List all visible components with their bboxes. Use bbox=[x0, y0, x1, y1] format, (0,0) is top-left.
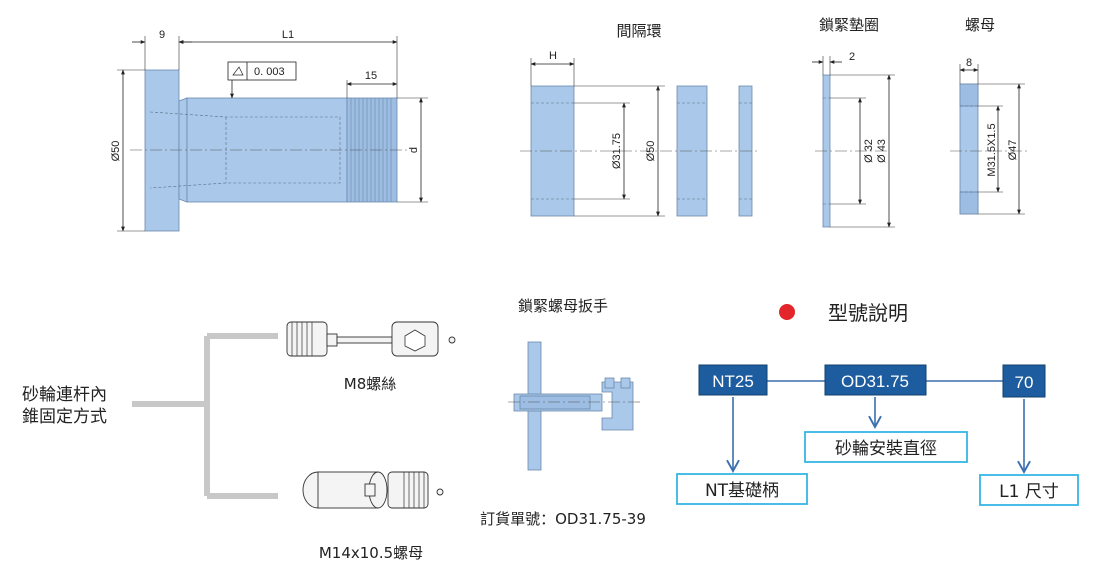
dim-nut-outer: Ø47 bbox=[1007, 140, 1019, 161]
dim-15: 15 bbox=[365, 70, 377, 82]
model-box-70-label: 70 bbox=[1015, 373, 1034, 392]
dim-nut-width: 8 bbox=[966, 57, 972, 69]
m14-label: M14x10.5螺母 bbox=[319, 544, 423, 562]
fixing-label-line1: 砂輪連杆內 bbox=[22, 385, 107, 405]
m8-label: M8螺絲 bbox=[344, 375, 397, 393]
nut-thread-bottom bbox=[959, 191, 979, 215]
wrench-title: 鎖緊螺母扳手 bbox=[518, 297, 608, 315]
wrench-knurl bbox=[519, 395, 591, 410]
model-desc-diameter bbox=[804, 431, 968, 463]
bullet-dot bbox=[779, 304, 795, 320]
spacer-drawing: 間隔環 H Ø31.75 Ø50 bbox=[520, 22, 760, 217]
flatness-value: 0. 003 bbox=[254, 66, 285, 78]
model-desc-diameter-label: 砂輪安裝直徑 bbox=[835, 439, 937, 459]
dim-l1: L1 bbox=[282, 29, 294, 41]
model-box-od3175-label: OD31.75 bbox=[841, 372, 909, 391]
model-description: 型號說明 NT25 OD31.75 70 NT基礎柄 砂輪安裝直徑 L1 尺寸 bbox=[676, 301, 1079, 506]
lock-washer-drawing: 鎖緊墊圈 2 Ø 32 Ø 43 bbox=[812, 16, 895, 228]
spacer-title: 間隔環 bbox=[616, 22, 661, 40]
nut-title: 螺母 bbox=[965, 16, 995, 34]
dim-washer-inner: Ø 32 bbox=[863, 139, 875, 163]
model-box-nt25 bbox=[698, 364, 768, 396]
dim-washer-outer: Ø 43 bbox=[876, 139, 888, 163]
nut-drawing: 螺母 8 M31.5X1.5 Ø47 bbox=[950, 16, 1028, 215]
dim-h: H bbox=[549, 50, 557, 62]
dim-d: d bbox=[408, 147, 420, 153]
shank-bore-hidden bbox=[149, 111, 341, 189]
wrench-head bbox=[601, 381, 634, 431]
shank-drawing: 9 L1 15 0. 003 Ø50 d bbox=[110, 29, 428, 232]
model-box-od3175 bbox=[824, 364, 927, 396]
dim-9: 9 bbox=[159, 29, 165, 41]
nut-thread-top bbox=[959, 83, 979, 107]
m8-screw-illustration: M8螺絲 bbox=[286, 321, 456, 393]
shank-flange bbox=[144, 69, 180, 232]
wrench-order-no: 訂貨單號：OD31.75-39 bbox=[480, 510, 646, 528]
wrench-tooth-bottom bbox=[620, 377, 631, 389]
model-desc-nt-base-label: NT基礎柄 bbox=[705, 481, 779, 501]
model-box-nt25-label: NT25 bbox=[712, 372, 754, 391]
model-title: 型號說明 bbox=[828, 301, 908, 325]
wrench-illustration: 鎖緊螺母扳手 訂貨單號：OD31.75-39 bbox=[480, 297, 646, 528]
model-desc-nt-base bbox=[676, 473, 808, 505]
washer-title: 鎖緊墊圈 bbox=[819, 16, 879, 34]
dim-washer-thickness: 2 bbox=[849, 51, 855, 63]
fixing-bracket bbox=[132, 333, 278, 499]
flatness-frame bbox=[227, 61, 297, 81]
dim-spacer-outer: Ø50 bbox=[645, 141, 657, 162]
model-desc-l1 bbox=[979, 474, 1079, 506]
dim-nut-thread: M31.5X1.5 bbox=[986, 123, 998, 176]
m14-nut-illustration: M14x10.5螺母 bbox=[302, 471, 444, 562]
wrench-tooth-top bbox=[604, 377, 615, 389]
model-box-70 bbox=[1002, 364, 1046, 398]
dim-spacer-inner: Ø31.75 bbox=[611, 133, 623, 169]
fixing-method: 砂輪連杆內 錐固定方式 M8螺絲 bbox=[22, 321, 456, 562]
dim-d50: Ø50 bbox=[110, 141, 122, 162]
model-desc-l1-label: L1 尺寸 bbox=[999, 482, 1059, 502]
fixing-label-line2: 錐固定方式 bbox=[22, 407, 107, 427]
